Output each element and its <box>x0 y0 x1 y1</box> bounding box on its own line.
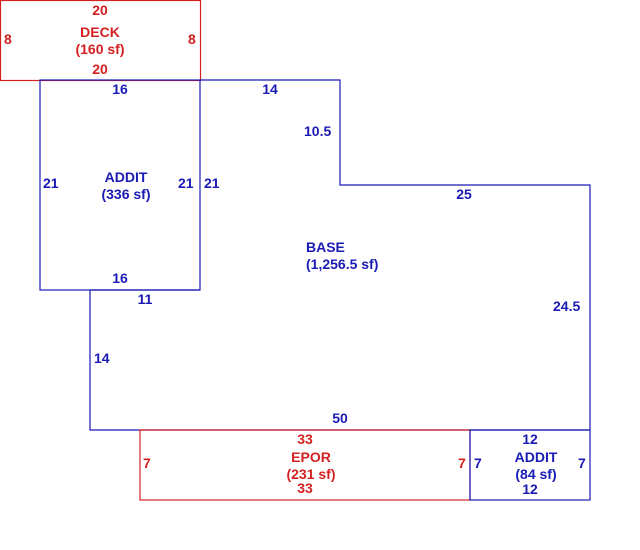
deck-area-label: DECK (160 sf) <box>75 24 124 58</box>
epor-top-dimension: 33 <box>297 431 313 447</box>
addit-lower-name: ADDIT <box>514 449 558 465</box>
base-top-left-dimension: 14 <box>262 81 278 97</box>
addit-upper-left-dimension: 21 <box>43 175 59 191</box>
base-step-height-dimension: 10.5 <box>304 123 332 139</box>
base-lower-top-dimension: 11 <box>137 291 153 307</box>
addit-lower-area: (84 sf) <box>515 466 557 482</box>
deck-area: (160 sf) <box>75 41 125 57</box>
addit-upper-area-label: ADDIT (336 sf) <box>101 169 150 203</box>
addit-upper-right-dimension: 21 <box>178 175 194 191</box>
epor-area-label: EPOR (231 sf) <box>286 449 335 483</box>
addit-lower-left-dimension: 7 <box>474 455 482 471</box>
deck-left-dimension: 8 <box>4 31 12 47</box>
addit-upper-area: (336 sf) <box>101 186 151 202</box>
deck-right-dimension: 8 <box>188 31 196 47</box>
addit-lower-outline <box>469 429 591 501</box>
addit-lower-bottom-dimension: 12 <box>522 481 538 497</box>
base-right-side-dimension: 24.5 <box>553 298 581 314</box>
addit-upper-name: ADDIT <box>104 169 148 185</box>
base-name: BASE <box>306 239 345 255</box>
addit-upper-top-dimension: 16 <box>112 81 128 97</box>
deck-name: DECK <box>80 24 120 40</box>
epor-bottom-dimension: 33 <box>297 480 313 496</box>
epor-area: (231 sf) <box>286 466 336 482</box>
addit-lower-top-dimension: 12 <box>522 431 538 447</box>
addit-lower-right-dimension: 7 <box>578 455 586 471</box>
deck-top-dimension: 20 <box>92 2 108 18</box>
epor-left-dimension: 7 <box>143 455 151 471</box>
addit-upper-bottom-dimension: 16 <box>112 270 128 286</box>
base-area-label: BASE (1,256.5 sf) <box>306 239 378 273</box>
base-step-width-dimension: 25 <box>456 186 472 202</box>
base-bottom-dimension: 50 <box>332 410 348 426</box>
base-area: (1,256.5 sf) <box>306 256 379 272</box>
epor-right-dimension: 7 <box>458 455 466 471</box>
epor-name: EPOR <box>291 449 331 465</box>
base-outline <box>89 79 591 431</box>
base-left-side-dimension: 21 <box>204 175 220 191</box>
deck-bottom-dimension: 20 <box>92 61 108 77</box>
addit-upper-outline <box>39 79 201 291</box>
base-lower-left-dimension: 14 <box>94 350 110 366</box>
addit-lower-area-label: ADDIT (84 sf) <box>515 449 558 483</box>
